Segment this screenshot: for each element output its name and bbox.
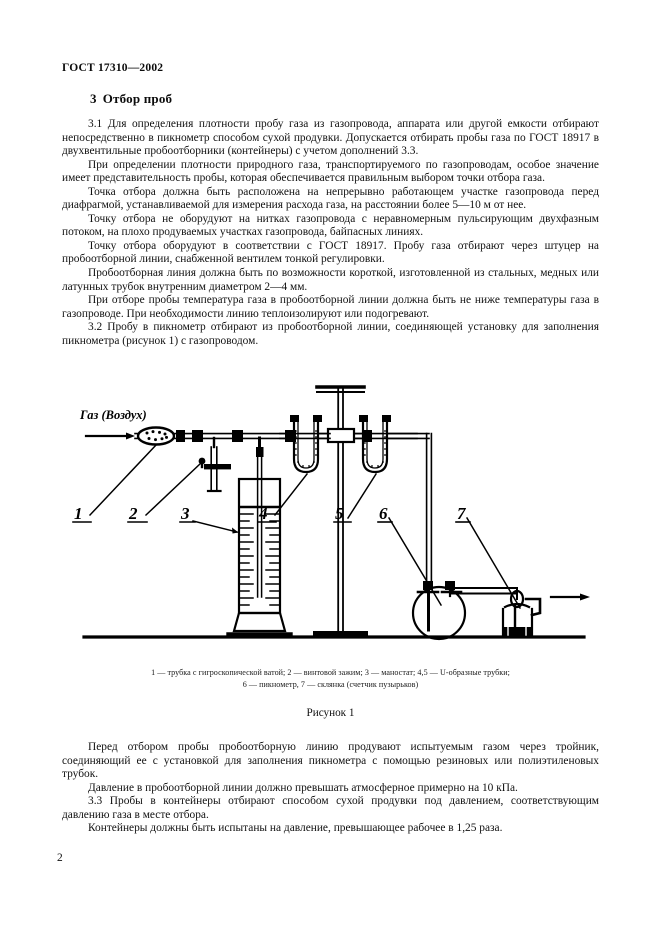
manostat-stopper xyxy=(256,447,264,457)
stand-base xyxy=(313,631,368,637)
callout-4: 4 xyxy=(258,504,268,523)
pycnometer-bulb xyxy=(411,585,467,641)
callout-2: 2 xyxy=(128,504,138,523)
paragraph: Пробоотборная линия должна быть по возмо… xyxy=(62,267,599,293)
pipe-connector xyxy=(285,430,296,442)
callout-6: 6 xyxy=(379,504,388,523)
paragraph: Контейнеры должны быть испытаны на давле… xyxy=(88,822,503,835)
u-tube-5-body xyxy=(361,417,389,474)
u-tube-4-inner xyxy=(297,418,315,469)
u-tube-5-filling xyxy=(364,430,386,467)
paragraph: При отборе пробы температура газа в проб… xyxy=(62,294,599,320)
paragraph: Точку отбора не оборудуют на нитках газо… xyxy=(62,212,599,239)
stand-clamp-block xyxy=(326,427,356,444)
page-number: 2 xyxy=(57,852,63,864)
u-tube-4-filling xyxy=(295,430,317,467)
apparatus-diagram: 1 2 3 4 5 6 7 Газ (Воздух) xyxy=(72,385,590,641)
figure-number-label: Рисунок 1 xyxy=(306,707,355,719)
pycnometer-stopper-left xyxy=(423,581,433,590)
callout-5: 5 xyxy=(335,504,344,523)
paragraph: Перед отбором пробы пробоотборную линию … xyxy=(62,741,599,781)
body-text-bottom: Перед отбором пробы пробоотборную линию … xyxy=(62,741,599,836)
paragraph: 3.2 Пробу в пикнометр отбирают из пробоо… xyxy=(62,321,599,347)
cotton-filling-dots xyxy=(145,430,168,442)
bubble-counter-7 xyxy=(501,589,542,637)
standard-number-header: ГОСТ 17310—2002 xyxy=(62,62,164,74)
drying-tube-body xyxy=(136,426,176,446)
leader-line-4 xyxy=(273,472,309,517)
manostat-graduations-right xyxy=(265,513,280,606)
figure-caption: 1 — трубка с гигроскопической ватой; 2 —… xyxy=(62,667,599,690)
u-tube-5 xyxy=(353,415,391,474)
leader-arrow-3 xyxy=(232,527,239,534)
gas-inlet-label: Газ (Воздух) xyxy=(79,408,147,422)
paragraph: При определении плотности природного газ… xyxy=(62,158,599,185)
leader-line-2 xyxy=(144,461,203,517)
section-number: 3 xyxy=(90,91,97,106)
u-tube-4-cap-right xyxy=(313,415,322,422)
callout-7: 7 xyxy=(457,504,467,523)
pycnometer-6 xyxy=(411,581,467,641)
inlet-arrow-head xyxy=(126,432,135,440)
u-tube-4-cap-left xyxy=(290,415,299,422)
callout-3: 3 xyxy=(180,504,190,523)
figure-1: 1 2 3 4 5 6 7 Газ (Воздух) 1 — трубка с … xyxy=(62,375,599,730)
leader-line-3 xyxy=(192,520,238,533)
pipe-connector xyxy=(192,430,203,442)
outlet-arrow-head xyxy=(580,593,590,601)
u-tube-5-inner xyxy=(366,418,384,469)
bottle-neck-bulb xyxy=(509,589,525,609)
leader-line-1 xyxy=(88,443,158,517)
bottle-liquid xyxy=(503,627,532,635)
body-text-top: 3.1 Для определения плотности пробу газа… xyxy=(62,118,599,348)
manostat-graduations-left xyxy=(239,513,254,606)
paragraph: Точку отбора оборудуют в соответствии с … xyxy=(62,239,599,266)
paragraph: Давление в пробоотборной линии должно пр… xyxy=(88,781,518,794)
section-title-text: Отбор проб xyxy=(102,91,173,106)
u-tube-4-body xyxy=(292,417,320,474)
figure-caption-line-2: 6 — пикнометр, 7 — склянка (счетчик пузы… xyxy=(242,679,419,689)
paragraph: 3.3 Пробы в контейнеры отбирают способом… xyxy=(62,795,599,821)
u-tube-5-cap-right xyxy=(382,415,391,422)
manostat-cylinder xyxy=(237,477,282,615)
leader-line-6 xyxy=(387,516,443,607)
pycnometer-stopper-right xyxy=(445,581,455,590)
callout-1: 1 xyxy=(74,504,83,523)
paragraph: 3.1 Для определения плотности пробу газа… xyxy=(62,118,599,158)
page-title: 3 Отбор проб xyxy=(90,91,172,107)
screw-clamp-bar xyxy=(204,464,231,470)
pipe-connector xyxy=(176,430,185,442)
leader-line-5 xyxy=(346,472,378,520)
leader-line-7 xyxy=(465,516,522,610)
u-tube-4 xyxy=(279,415,331,474)
paragraph: Точка отбора должна быть расположена на … xyxy=(62,185,599,212)
manostat-base xyxy=(232,611,287,633)
pipe-connector xyxy=(232,430,243,442)
bottle-outlet-tube xyxy=(524,597,542,617)
figure-caption-line-1: 1 — трубка с гигроскопической ватой; 2 —… xyxy=(151,668,510,677)
u-tube-5-cap-left xyxy=(359,415,368,422)
